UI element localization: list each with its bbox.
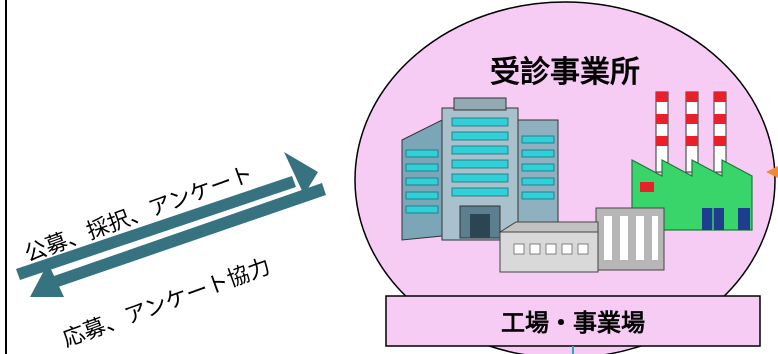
office-building-icon <box>401 97 559 241</box>
orange-arrow-tip <box>766 166 778 178</box>
workplace-box <box>385 295 761 347</box>
arrow-right <box>16 152 318 280</box>
recipient-circle <box>354 1 776 354</box>
circle-title: 受診事業所 <box>490 55 640 90</box>
facility-building-icon <box>498 207 665 273</box>
arrow-left <box>30 183 326 297</box>
workplace-label: 工場・事業場 <box>501 309 645 337</box>
